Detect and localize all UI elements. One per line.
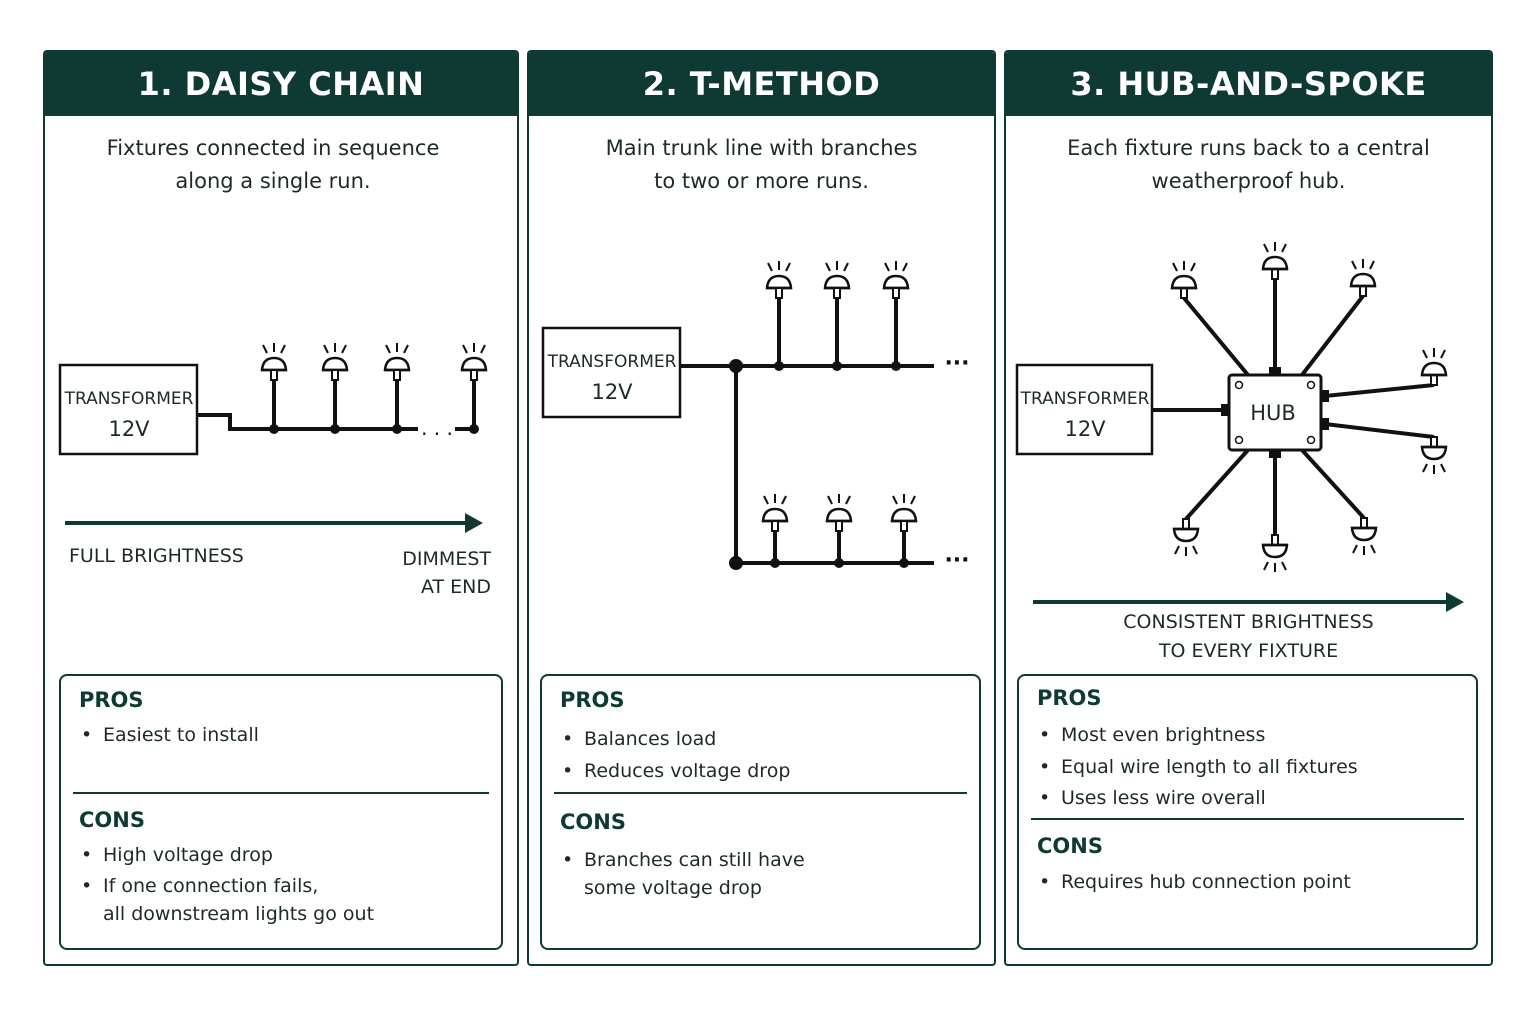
panel-description: Each fixture runs back to a central weat… xyxy=(1067,136,1430,193)
list-item: Reduces voltage drop xyxy=(560,755,790,787)
path-light-icon xyxy=(761,494,789,568)
svg-text:12V: 12V xyxy=(108,417,150,441)
panel-title: 2. T-METHOD xyxy=(529,52,994,116)
path-light-icon xyxy=(460,343,488,434)
divider xyxy=(1031,818,1464,820)
spokes xyxy=(1170,242,1448,572)
list-item: Requires hub connection point xyxy=(1037,871,1351,893)
svg-text:···: ··· xyxy=(944,351,969,376)
brightness-arrow xyxy=(65,513,483,533)
path-light-icon xyxy=(1350,517,1378,555)
hub-and-spoke-diagram: TRANSFORMER 12V HUB xyxy=(1015,242,1464,612)
pros-cons-box: PROS Easiest to install CONS High voltag… xyxy=(59,674,503,950)
path-light-icon xyxy=(1349,259,1377,297)
svg-text:12V: 12V xyxy=(1064,417,1106,441)
path-light-icon xyxy=(1420,436,1448,474)
path-light-icon xyxy=(825,494,853,568)
panel-daisy-chain: 1. DAISY CHAIN Fixtures connected in seq… xyxy=(43,50,519,966)
cons-heading: CONS xyxy=(1037,834,1103,858)
path-light-icon xyxy=(383,343,411,434)
cons-list: Requires hub connection point xyxy=(1037,871,1351,893)
transformer-box: TRANSFORMER 12V xyxy=(58,363,199,456)
panel-title: 1. DAISY CHAIN xyxy=(45,52,517,116)
fixture-rows xyxy=(761,261,918,568)
path-light-icon xyxy=(765,261,793,371)
transformer-box: TRANSFORMER 12V xyxy=(1015,363,1154,456)
list-item: Uses less wire overall xyxy=(1037,783,1358,815)
pros-cons-box: PROS Balances load Reduces voltage drop … xyxy=(540,674,981,950)
pros-cons-box: PROS Most even brightness Equal wire len… xyxy=(1017,674,1478,950)
cons-heading: CONS xyxy=(79,808,145,832)
fixture-row xyxy=(260,343,488,434)
pros-list: Balances load Reduces voltage drop xyxy=(560,723,790,787)
svg-text:TRANSFORMER: TRANSFORMER xyxy=(547,352,677,372)
list-item: Easiest to install xyxy=(79,724,259,746)
panel-description: Fixtures connected in sequence along a s… xyxy=(106,136,440,193)
svg-text:···: ··· xyxy=(944,548,969,573)
list-item: Most even brightness xyxy=(1037,720,1358,752)
path-light-icon xyxy=(260,343,288,434)
pros-heading: PROS xyxy=(560,688,625,712)
transformer-box: TRANSFORMER 12V xyxy=(541,326,682,419)
daisy-chain-diagram: TRANSFORMER 12V . . . xyxy=(58,343,488,533)
path-light-icon xyxy=(890,494,918,568)
path-light-icon xyxy=(1170,261,1198,299)
pros-heading: PROS xyxy=(1037,686,1102,710)
svg-text:TRANSFORMER: TRANSFORMER xyxy=(1020,389,1150,409)
panel-description: Main trunk line with branches to two or … xyxy=(605,136,918,193)
t-method-diagram: TRANSFORMER 12V ··· ··· xyxy=(541,261,970,573)
pros-list: Most even brightness Equal wire length t… xyxy=(1037,720,1358,815)
path-light-icon xyxy=(321,343,349,434)
full-brightness-label: FULL BRIGHTNESS xyxy=(69,545,244,567)
divider xyxy=(554,792,967,794)
path-light-icon xyxy=(1261,242,1289,280)
list-item: Equal wire length to all fixtures xyxy=(1037,752,1358,784)
trunk-and-branches xyxy=(680,364,934,565)
list-item: If one connection fails,all downstream l… xyxy=(79,872,374,928)
arrow-right-icon xyxy=(1446,592,1464,612)
path-light-icon xyxy=(823,261,851,371)
brightness-arrow xyxy=(1033,592,1464,612)
pros-heading: PROS xyxy=(79,688,144,712)
divider xyxy=(73,792,489,794)
panel-t-method: 2. T-METHOD Main trunk line with branche… xyxy=(527,50,996,966)
path-light-icon xyxy=(1261,534,1289,572)
svg-text:. . .: . . . xyxy=(421,416,453,440)
path-light-icon xyxy=(1172,518,1200,556)
svg-text:TRANSFORMER: TRANSFORMER xyxy=(64,389,194,409)
consistent-brightness-label: CONSISTENT BRIGHTNESS TO EVERY FIXTURE xyxy=(1123,611,1374,662)
svg-text:HUB: HUB xyxy=(1250,401,1296,425)
cons-list: High voltage drop If one connection fail… xyxy=(79,844,374,928)
cons-heading: CONS xyxy=(560,810,626,834)
path-light-icon xyxy=(882,261,910,371)
junction-box-icon: HUB xyxy=(1221,367,1329,458)
svg-text:12V: 12V xyxy=(591,380,633,404)
list-item: High voltage drop xyxy=(79,844,374,866)
dimmest-label: DIMMEST AT END xyxy=(402,548,491,598)
pros-list: Easiest to install xyxy=(79,724,259,746)
list-item: Balances load xyxy=(560,723,790,755)
panel-hub-and-spoke: 3. HUB-AND-SPOKE Each fixture runs back … xyxy=(1004,50,1493,966)
path-light-icon xyxy=(1420,348,1448,386)
panel-title: 3. HUB-AND-SPOKE xyxy=(1006,52,1491,116)
arrow-right-icon xyxy=(465,513,483,533)
